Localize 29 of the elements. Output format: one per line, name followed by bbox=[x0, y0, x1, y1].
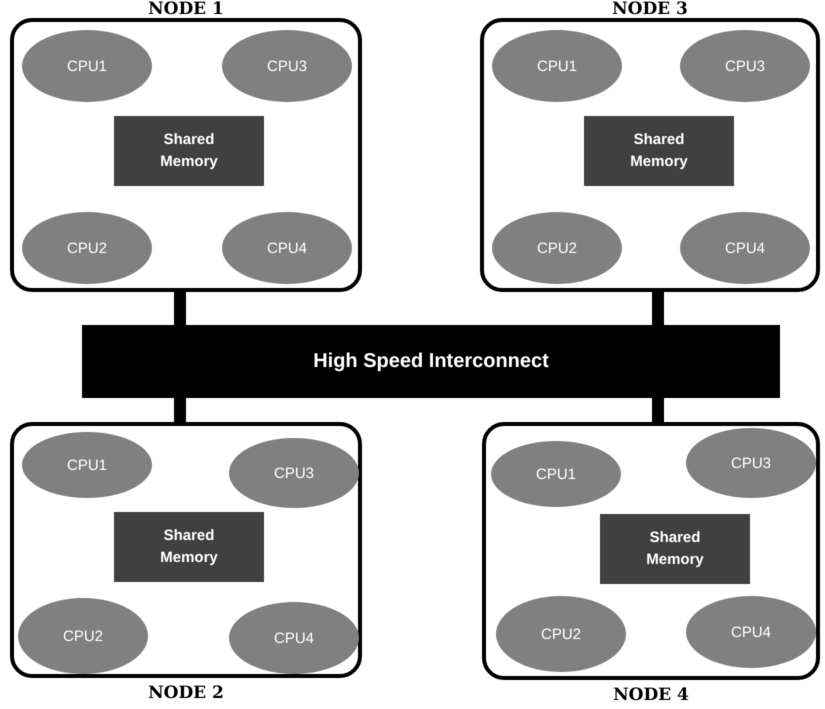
cpu-ellipse: CPU4 bbox=[680, 212, 810, 284]
cpu-ellipse: CPU4 bbox=[686, 596, 816, 668]
cpu-ellipse: CPU2 bbox=[22, 212, 152, 284]
node-heading: NODE 4 bbox=[613, 686, 689, 704]
node-heading: NODE 3 bbox=[612, 0, 688, 18]
cpu-ellipse: CPU2 bbox=[18, 598, 148, 674]
memory-box: Shared Memory bbox=[600, 514, 750, 584]
memory-box: Shared Memory bbox=[114, 512, 264, 582]
memory-box: Shared Memory bbox=[114, 116, 264, 186]
cpu-ellipse: CPU2 bbox=[492, 212, 622, 284]
cpu-ellipse: CPU4 bbox=[222, 212, 352, 284]
cpu-ellipse: CPU3 bbox=[222, 30, 352, 102]
memory-box: Shared Memory bbox=[584, 116, 734, 186]
connector-line bbox=[652, 292, 664, 325]
cpu-ellipse: CPU1 bbox=[492, 30, 622, 102]
connector-line bbox=[652, 398, 664, 422]
node-heading: NODE 1 bbox=[148, 0, 224, 18]
connector-line bbox=[174, 292, 186, 325]
cpu-ellipse: CPU1 bbox=[22, 30, 152, 102]
cpu-ellipse: CPU2 bbox=[496, 596, 626, 672]
cpu-ellipse: CPU3 bbox=[686, 428, 816, 498]
cpu-ellipse: CPU3 bbox=[680, 30, 810, 102]
interconnect-bar: High Speed Interconnect bbox=[82, 325, 780, 398]
cpu-ellipse: CPU4 bbox=[229, 602, 359, 674]
cpu-ellipse: CPU1 bbox=[491, 441, 621, 507]
node-heading: NODE 2 bbox=[148, 684, 224, 702]
cpu-ellipse: CPU1 bbox=[22, 432, 152, 498]
connector-line bbox=[174, 398, 186, 422]
cpu-ellipse: CPU3 bbox=[229, 438, 359, 508]
